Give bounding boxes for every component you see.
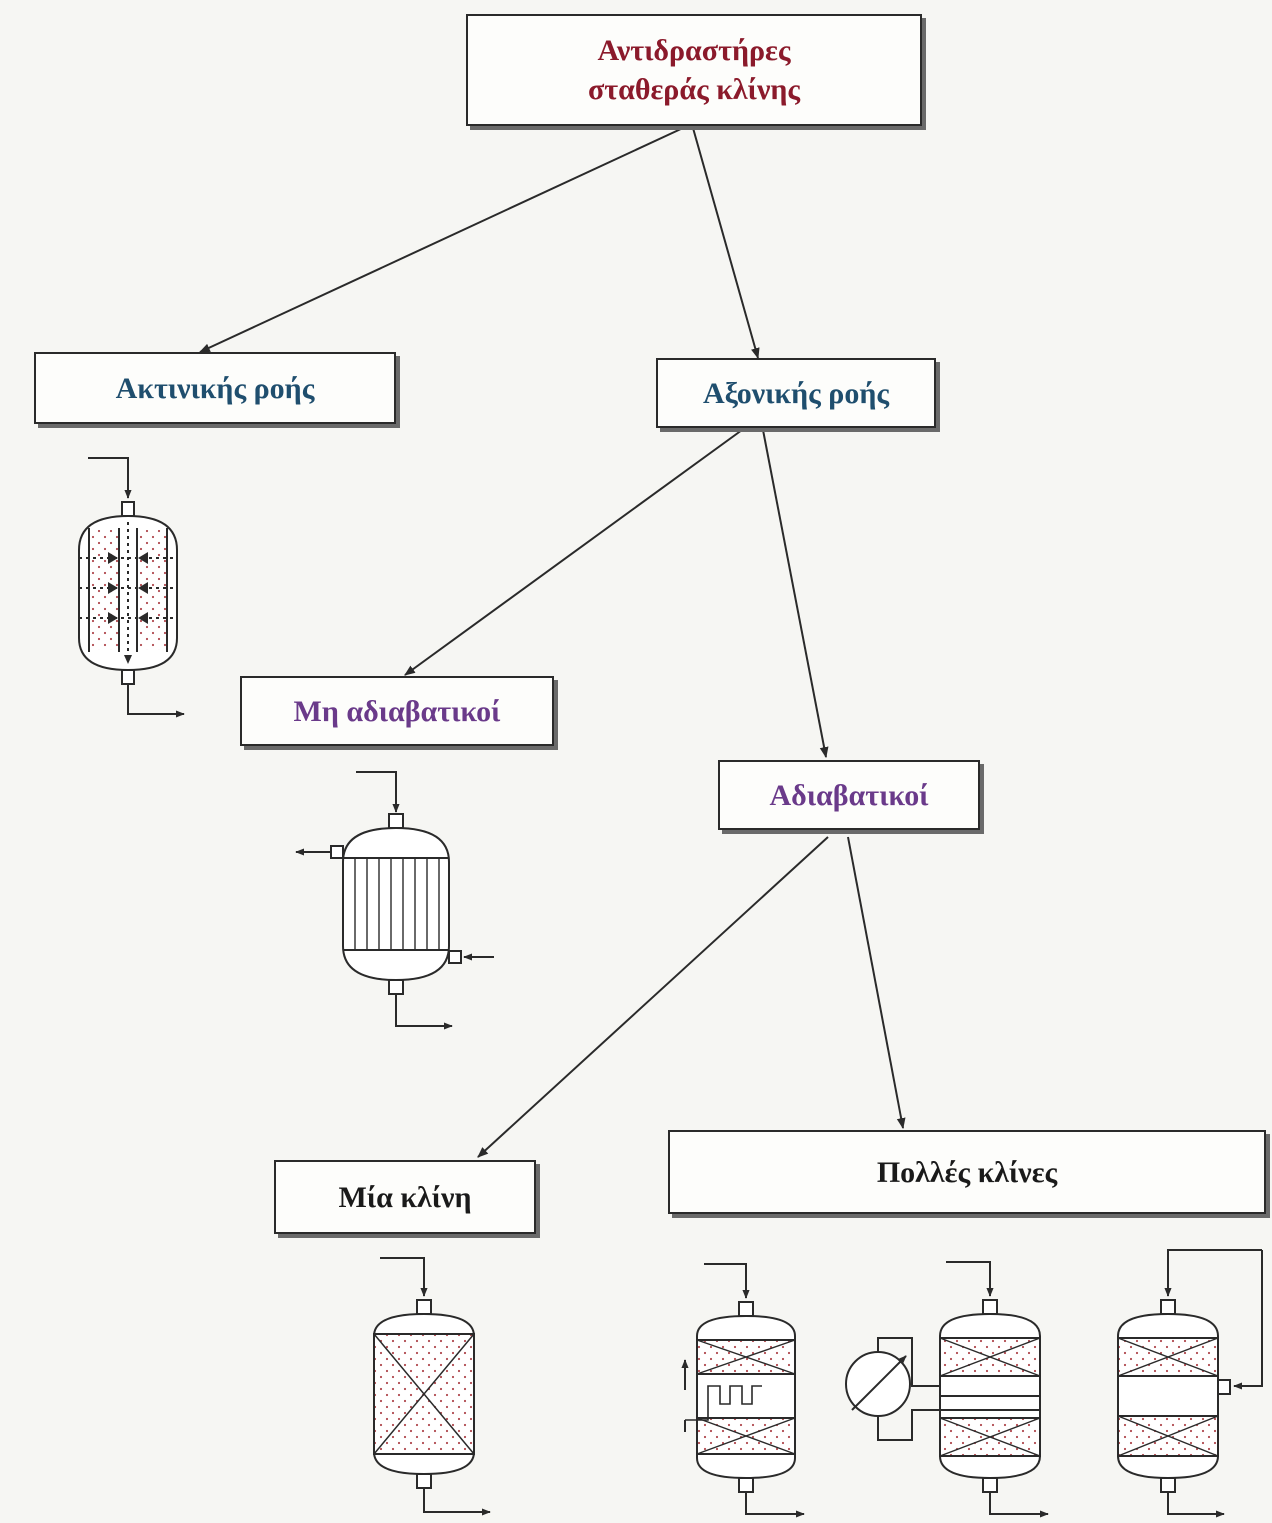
arrow-to-adiabatic [762, 429, 829, 759]
arrow-to-non-adiabatic [404, 429, 743, 676]
multi-bed-box: Πολλές κλίνες [668, 1130, 1266, 1214]
connectors [199, 127, 906, 1158]
multi-bed-label: Πολλές κλίνες [876, 1155, 1058, 1189]
arrow-to-single-bed [477, 836, 829, 1158]
single-bed-box: Μία κλίνη [274, 1160, 536, 1234]
radial-flow-box: Ακτινικής ροής [34, 352, 396, 424]
title-box: Αντιδραστήρες σταθεράς κλίνης [466, 14, 922, 126]
adiabatic-label: Αδιαβατικοί [769, 778, 929, 812]
title-text: Αντιδραστήρες σταθεράς κλίνης [587, 34, 801, 106]
axial-flow-label: Αξονικής ροής [702, 376, 890, 410]
multi-bed-intercooler-reactor-icon [681, 1263, 805, 1518]
single-bed-label: Μία κλίνη [338, 1180, 472, 1214]
axial-flow-box: Αξονικής ροής [656, 358, 936, 428]
radial-flow-label: Ακτινικής ροής [115, 371, 315, 405]
non-adiabatic-box: Μη αδιαβατικοί [240, 676, 554, 746]
radial-flow-reactor-icon [78, 457, 185, 718]
arrow-to-radial [199, 127, 684, 353]
non-adiabatic-reactor-icon [295, 771, 494, 1030]
non-adiabatic-label: Μη αδιαβατικοί [293, 694, 501, 728]
arrow-to-multi-bed [847, 836, 906, 1130]
single-bed-reactor-icon [373, 1257, 491, 1516]
multi-bed-heat-exchanger-reactor-icon [845, 1261, 1049, 1518]
adiabatic-box: Αδιαβατικοί [718, 760, 980, 830]
multi-bed-quench-reactor-icon [1117, 1249, 1263, 1518]
arrow-to-axial [692, 127, 760, 360]
